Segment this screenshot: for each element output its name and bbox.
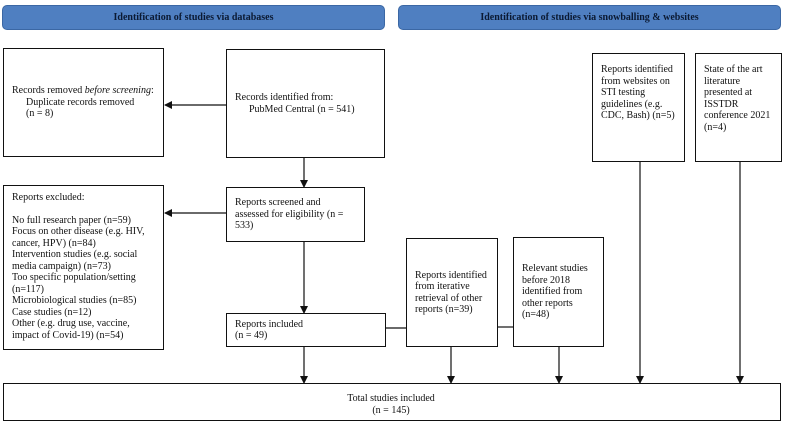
iterative-retrieval-text: Reports identified from iterative retrie… <box>415 269 487 316</box>
header-snowballing-label: Identification of studies via snowballin… <box>480 12 699 23</box>
records-removed-italic: before screening <box>84 85 151 97</box>
reports-excluded-title: Reports excluded: <box>12 192 85 203</box>
reports-included-title: Reports included <box>235 318 304 330</box>
total-text: Total studies included (n = 145) <box>291 393 491 416</box>
total-count: (n = 145) <box>372 404 410 416</box>
iterative-retrieval-box: Reports identified from iterative retrie… <box>406 238 498 347</box>
excluded-item: Intervention studies (e.g. social media … <box>12 249 138 272</box>
excluded-item: Too specific population/setting (n=117) <box>12 272 136 295</box>
records-removed-suffix: : <box>150 85 154 97</box>
header-snowballing: Identification of studies via snowballin… <box>398 5 781 30</box>
reports-included-count: (n = 49) <box>235 330 268 341</box>
state-of-art-box: State of the art literature presented at… <box>695 53 782 162</box>
reports-excluded-box: Reports excluded: No full research paper… <box>3 185 164 350</box>
records-removed-box: Records removed before screening: Duplic… <box>3 48 164 157</box>
reports-screened-box: Reports screened and assessed for eligib… <box>226 187 365 242</box>
relevant-studies-text: Relevant studies before 2018 identified … <box>522 263 588 321</box>
excluded-item: No full research paper (n=59) <box>12 214 131 226</box>
records-removed-detail: Duplicate records removed <box>26 96 135 108</box>
reports-included-box: Reports included (n = 49) <box>226 313 386 347</box>
records-identified-title: Records identified from: <box>235 92 334 103</box>
relevant-studies-box: Relevant studies before 2018 identified … <box>513 237 604 347</box>
websites-box: Reports identified from websites on STI … <box>592 53 685 162</box>
excluded-item: Case studies (n=12) <box>12 306 92 318</box>
excluded-item: Focus on other disease (e.g. HIV, cancer… <box>12 226 145 249</box>
records-identified-box: Records identified from: PubMed Central … <box>226 49 385 158</box>
excluded-item: Other (e.g. drug use, vaccine, impact of… <box>12 318 130 341</box>
records-removed-prefix: Records removed <box>12 85 85 97</box>
records-identified-source: PubMed Central (n = 541) <box>249 103 355 115</box>
header-databases: Identification of studies via databases <box>2 5 385 30</box>
total-studies-box: Total studies included (n = 145) <box>3 383 781 421</box>
records-removed-count: (n = 8) <box>26 108 54 120</box>
state-of-art-text: State of the art literature presented at… <box>704 64 771 133</box>
total-title: Total studies included <box>347 393 435 404</box>
websites-text: Reports identified from websites on STI … <box>601 64 675 121</box>
reports-screened-text: Reports screened and assessed for eligib… <box>235 197 344 232</box>
excluded-item: Microbiological studies (n=85) <box>12 295 137 306</box>
header-databases-label: Identification of studies via databases <box>113 12 274 23</box>
